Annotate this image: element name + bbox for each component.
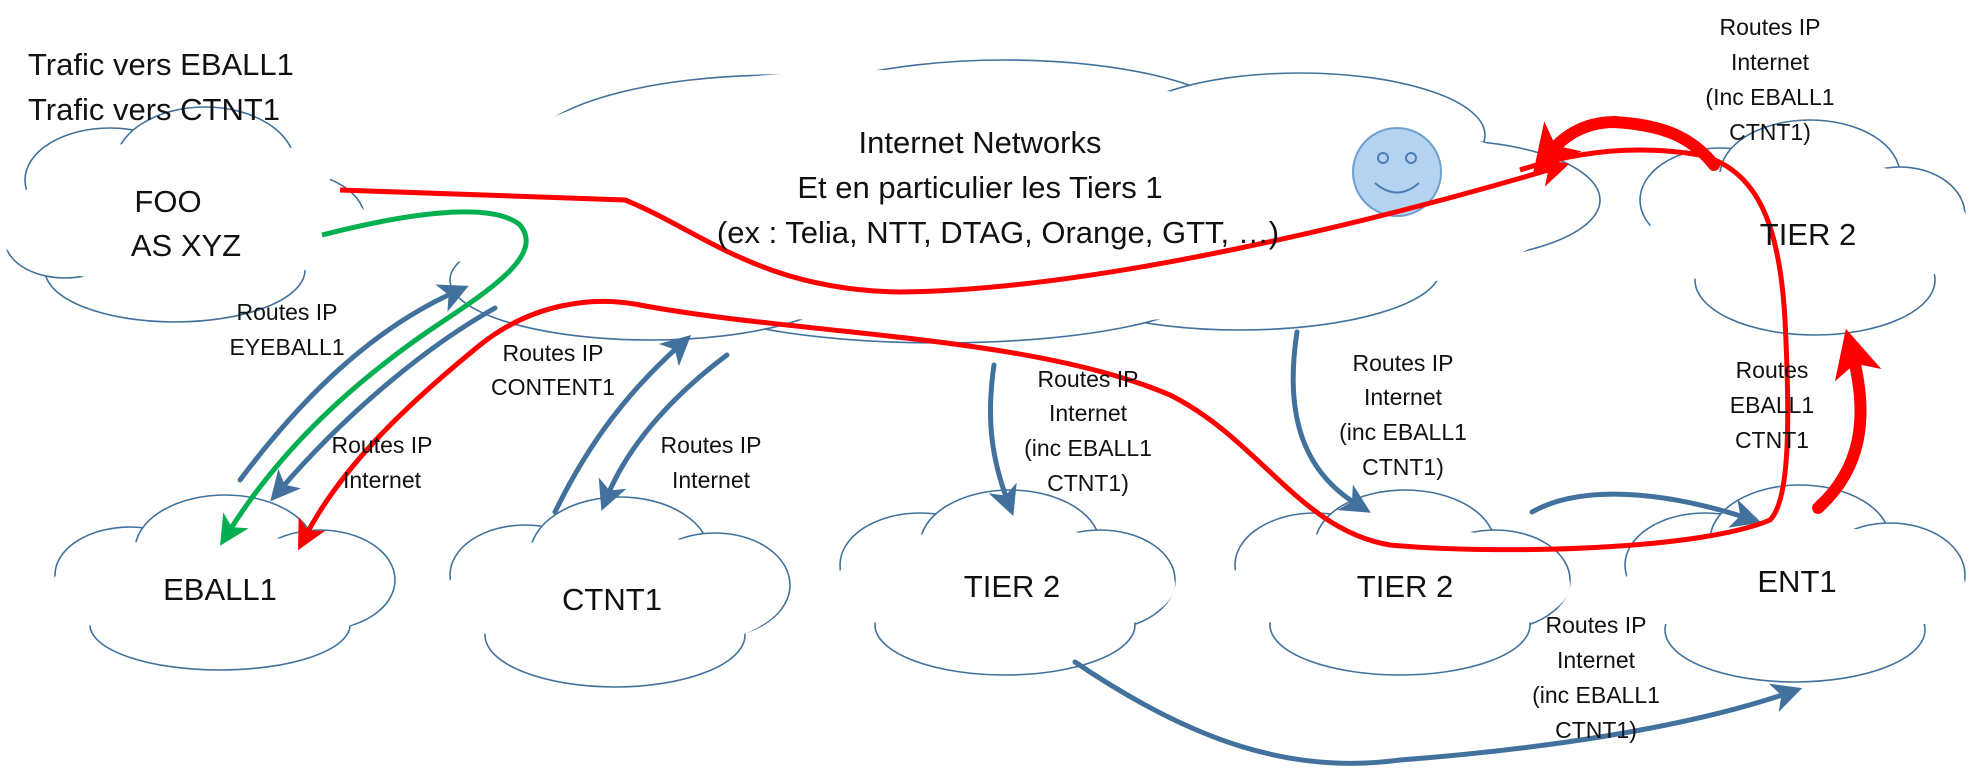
eball-internet-label-2: Internet (343, 467, 422, 493)
foo-cloud (0, 106, 370, 323)
legend-ctnt-traffic: Trafic vers CTNT1 (28, 92, 280, 127)
top-routes-label-3: (Inc EBALL1 (1705, 84, 1834, 110)
ctnt-internet-arrow (598, 352, 730, 511)
bottom-routes-label-3: (inc EBALL1 (1532, 682, 1660, 708)
content-routes-arrow (552, 334, 692, 515)
tier2b-routes-label-1: Routes IP (1353, 350, 1454, 376)
top-routes-label-2: Internet (1731, 49, 1810, 75)
ctnt1-cloud (445, 496, 791, 688)
tier2b-routes-arrow (1290, 329, 1371, 513)
foo-label: FOO (134, 184, 201, 219)
content-routes-label-2: CONTENT1 (491, 374, 615, 400)
tier2b-routes-label-4: CTNT1) (1362, 454, 1444, 480)
bottom-routes-label-4: CTNT1) (1555, 717, 1637, 743)
ent-routes-label-2: EBALL1 (1730, 392, 1814, 418)
tier2-top-label: TIER 2 (1760, 217, 1856, 252)
eyeball-routes-label-1: Routes IP (237, 299, 338, 325)
internet-subtitle: Et en particulier les Tiers 1 (797, 170, 1162, 205)
eball1-label: EBALL1 (163, 572, 277, 607)
tier2-b-label: TIER 2 (1357, 569, 1453, 604)
eyeball-routes-arrow (237, 284, 469, 483)
tier2-a-cloud (835, 489, 1176, 676)
tier2b-to-ent1-arrow (1529, 491, 1762, 528)
tier2-a-label: TIER 2 (964, 569, 1060, 604)
eball-internet-label-1: Routes IP (332, 432, 433, 458)
tier2a-routes-label-2: Internet (1049, 400, 1128, 426)
tier2a-to-ent1-arrow (1072, 659, 1803, 766)
traffic-eball1-path-main (298, 147, 1791, 553)
ent-routes-label-1: Routes (1736, 357, 1809, 383)
content-routes-label-1: Routes IP (503, 340, 604, 366)
traffic-ctnt1-path (220, 209, 529, 546)
bold-red-arrow-ent1 (1812, 328, 1882, 514)
as-label: AS XYZ (131, 228, 241, 263)
tier2a-routes-label-4: CTNT1) (1047, 470, 1129, 496)
legend-eball-traffic: Trafic vers EBALL1 (28, 47, 294, 82)
traffic-eball1-path-foo (339, 157, 1570, 295)
ctnt1-label: CTNT1 (562, 582, 662, 617)
ent1-label: ENT1 (1757, 564, 1836, 599)
top-routes-label-1: Routes IP (1720, 14, 1821, 40)
internet-examples: (ex : Telia, NTT, DTAG, Orange, GTT, …) (717, 215, 1279, 250)
bottom-routes-label-1: Routes IP (1546, 612, 1647, 638)
eball-internet-arrow (270, 305, 498, 502)
tier2a-routes-arrow (988, 362, 1017, 517)
bold-red-arrow-top (1533, 115, 1720, 174)
tier2b-routes-label-3: (inc EBALL1 (1339, 419, 1467, 445)
tier2a-routes-label-1: Routes IP (1038, 366, 1139, 392)
eball1-cloud (50, 494, 396, 671)
tier2b-routes-label-2: Internet (1364, 384, 1443, 410)
ctnt-internet-label-1: Routes IP (661, 432, 762, 458)
tier2-b-cloud (1230, 489, 1571, 676)
eyeball-routes-label-2: EYEBALL1 (229, 334, 344, 360)
tier2a-routes-label-3: (inc EBALL1 (1024, 435, 1152, 461)
ent1-cloud (1624, 484, 1966, 683)
bottom-routes-label-2: Internet (1557, 647, 1636, 673)
smiley-icon (1352, 127, 1442, 217)
ent-routes-label-3: CTNT1 (1735, 427, 1809, 453)
tier2-top-cloud (1639, 119, 1970, 336)
internet-title: Internet Networks (859, 125, 1102, 160)
top-routes-label-4: CTNT1) (1729, 119, 1811, 145)
ctnt-internet-label-2: Internet (672, 467, 751, 493)
internet-cloud (390, 59, 1601, 344)
